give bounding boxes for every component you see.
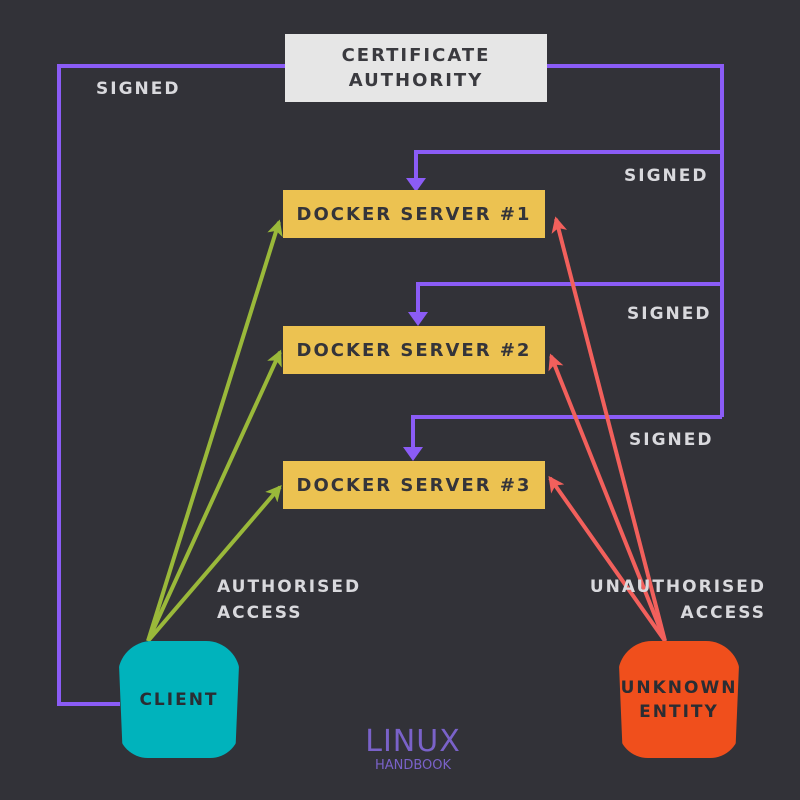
signed-label-server1: SIGNED xyxy=(624,166,709,186)
signed-line-server3 xyxy=(411,415,722,455)
authorised-access-label: AUTHORISED ACCESS xyxy=(217,577,362,623)
docker-server-1-box: DOCKER SERVER #1 xyxy=(283,190,545,238)
unauthorised-arrow-server1 xyxy=(551,216,667,642)
authorised-arrow-server1 xyxy=(146,219,283,642)
signed-arrowhead-server3 xyxy=(403,447,423,461)
signed-line-server1 xyxy=(414,150,722,186)
docker-server-3-box: DOCKER SERVER #3 xyxy=(283,461,545,509)
signed-arrowhead-server2 xyxy=(408,312,428,326)
logo-top-text: LINUX xyxy=(365,724,461,759)
unknown-entity-node: UNKNOWN ENTITY xyxy=(618,641,740,758)
certificate-authority-box: CERTIFICATE AUTHORITY xyxy=(285,34,547,102)
signed-label-server3: SIGNED xyxy=(629,430,714,450)
authorised-arrow-server3 xyxy=(146,484,282,643)
logo-bottom-text: HANDBOOK xyxy=(374,758,452,773)
unauthorised-access-label: UNAUTHORISED ACCESS xyxy=(589,577,766,623)
signed-label-server2: SIGNED xyxy=(627,304,712,324)
signed-label-client: SIGNED xyxy=(96,79,181,99)
signed-line-server2 xyxy=(416,282,722,320)
authorised-arrow-server2 xyxy=(146,349,282,642)
signed-arrowhead-server1 xyxy=(406,178,426,192)
unauthorised-arrow-server2 xyxy=(548,353,667,642)
signed-line-client xyxy=(57,64,285,706)
client-node: CLIENT xyxy=(118,641,240,758)
signed-trunk xyxy=(547,64,724,417)
docker-server-2-box: DOCKER SERVER #2 xyxy=(283,326,545,374)
linux-handbook-logo: LINUX HANDBOOK xyxy=(363,726,463,774)
unauthorised-arrow-server3 xyxy=(548,475,667,643)
